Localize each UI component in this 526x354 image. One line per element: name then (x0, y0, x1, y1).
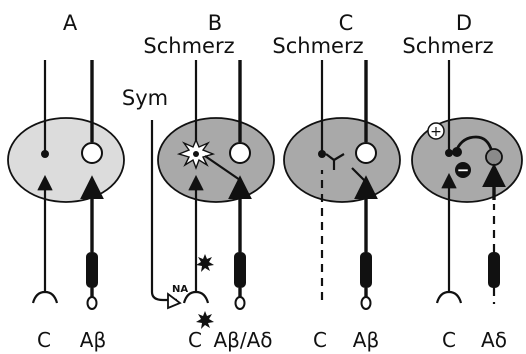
panel-d-label-adelta: Aδ (481, 328, 507, 352)
panel-d-heading: Schmerz (402, 34, 493, 58)
panel-c-letter: C (339, 11, 354, 35)
panel-c: C Schmerz C Aβ (272, 11, 400, 352)
panel-d-c-free-ending (437, 292, 461, 303)
panel-b-star-icon (196, 254, 214, 272)
panel-a-abeta-myelin (86, 252, 98, 288)
panel-d-label-c: C (442, 328, 456, 352)
panel-b: B Schmerz Sym NA C Aβ/Aδ (122, 11, 274, 352)
panel-d-letter: D (456, 11, 472, 35)
panel-b-sympathetic-terminal (168, 294, 180, 308)
panel-b-label-c: C (188, 328, 202, 352)
panel-b-abeta-synapse (230, 143, 250, 163)
panel-c-heading: Schmerz (272, 34, 363, 58)
panel-d-c-synapse (445, 149, 453, 157)
panel-b-abeta-receptor (236, 297, 245, 309)
panel-c-c-synapse (318, 150, 326, 158)
panel-d: D Schmerz + − C Aδ (402, 11, 522, 352)
panel-d-inhibitory-terminal (452, 147, 462, 157)
panel-d-minus-sign: − (457, 161, 470, 179)
panel-a-abeta-synapse (82, 143, 102, 163)
panel-a-dorsal-horn (8, 118, 124, 202)
panel-a: A C Aβ (8, 11, 124, 352)
panel-c-abeta-receptor (362, 297, 371, 309)
panel-b-letter: B (208, 11, 222, 35)
panel-a-label-abeta: Aβ (80, 328, 106, 352)
panel-a-c-synapse (41, 150, 49, 158)
panel-a-abeta-receptor (88, 297, 97, 309)
panel-b-abeta-myelin (234, 252, 246, 288)
panel-b-dorsal-horn (158, 118, 274, 202)
panel-b-label-abeta-adelta: Aβ/Aδ (213, 328, 272, 352)
panel-c-dorsal-horn (284, 118, 400, 202)
panel-a-letter: A (63, 11, 78, 35)
panel-d-inhibitory-neuron (486, 149, 502, 165)
panel-b-heading: Schmerz (143, 34, 234, 58)
panel-b-star-icon (196, 311, 214, 329)
sympathetic-label: Sym (122, 86, 168, 110)
panel-c-label-abeta: Aβ (353, 328, 379, 352)
panel-a-label-c: C (37, 328, 51, 352)
panel-d-plus-sign: + (430, 124, 442, 140)
panel-c-abeta-myelin (360, 252, 372, 288)
panel-c-abeta-synapse (356, 143, 376, 163)
panel-a-c-free-ending (33, 292, 57, 303)
panel-c-label-c: C (313, 328, 327, 352)
panel-b-na-label: NA (172, 284, 188, 295)
panel-d-adelta-myelin (488, 252, 500, 288)
